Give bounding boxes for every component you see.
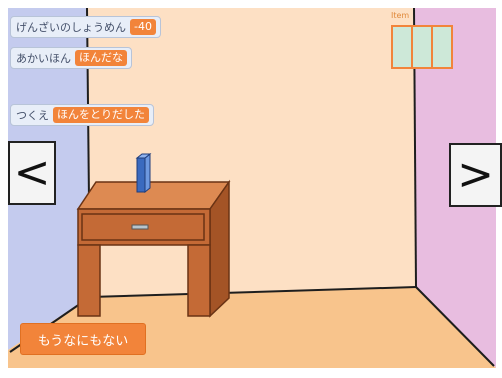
nav-right-button[interactable]: > <box>449 143 502 207</box>
variable-value: -40 <box>130 19 156 35</box>
variable-name: あかいほん <box>16 52 71 65</box>
desk-leg-front-left <box>77 244 101 317</box>
drawer-handle <box>131 224 149 230</box>
variable-value: ほんだな <box>75 50 127 66</box>
message-box: もうなにもない <box>20 323 146 355</box>
book[interactable] <box>135 152 152 194</box>
desk[interactable] <box>76 179 231 318</box>
variable-name: つくえ <box>16 109 49 122</box>
variable-value: ほんをとりだした <box>53 107 149 123</box>
variable-monitor-current-facing: げんざいのしょうめん -40 <box>10 16 161 38</box>
variable-monitor-desk: つくえ ほんをとりだした <box>10 104 154 126</box>
inventory-slot-3[interactable] <box>431 25 453 69</box>
inventory-slot-2[interactable] <box>411 25 433 69</box>
nav-left-button[interactable]: < <box>8 141 56 205</box>
inventory-bar <box>391 25 453 69</box>
center-wall <box>87 8 416 297</box>
inventory-label: Item <box>391 11 410 20</box>
desk-top <box>76 181 231 210</box>
inventory-slot-1[interactable] <box>391 25 413 69</box>
variable-monitor-red-book: あかいほん ほんだな <box>10 47 132 69</box>
variable-name: げんざいのしょうめん <box>16 21 126 34</box>
desk-leg-front-right <box>187 244 211 317</box>
